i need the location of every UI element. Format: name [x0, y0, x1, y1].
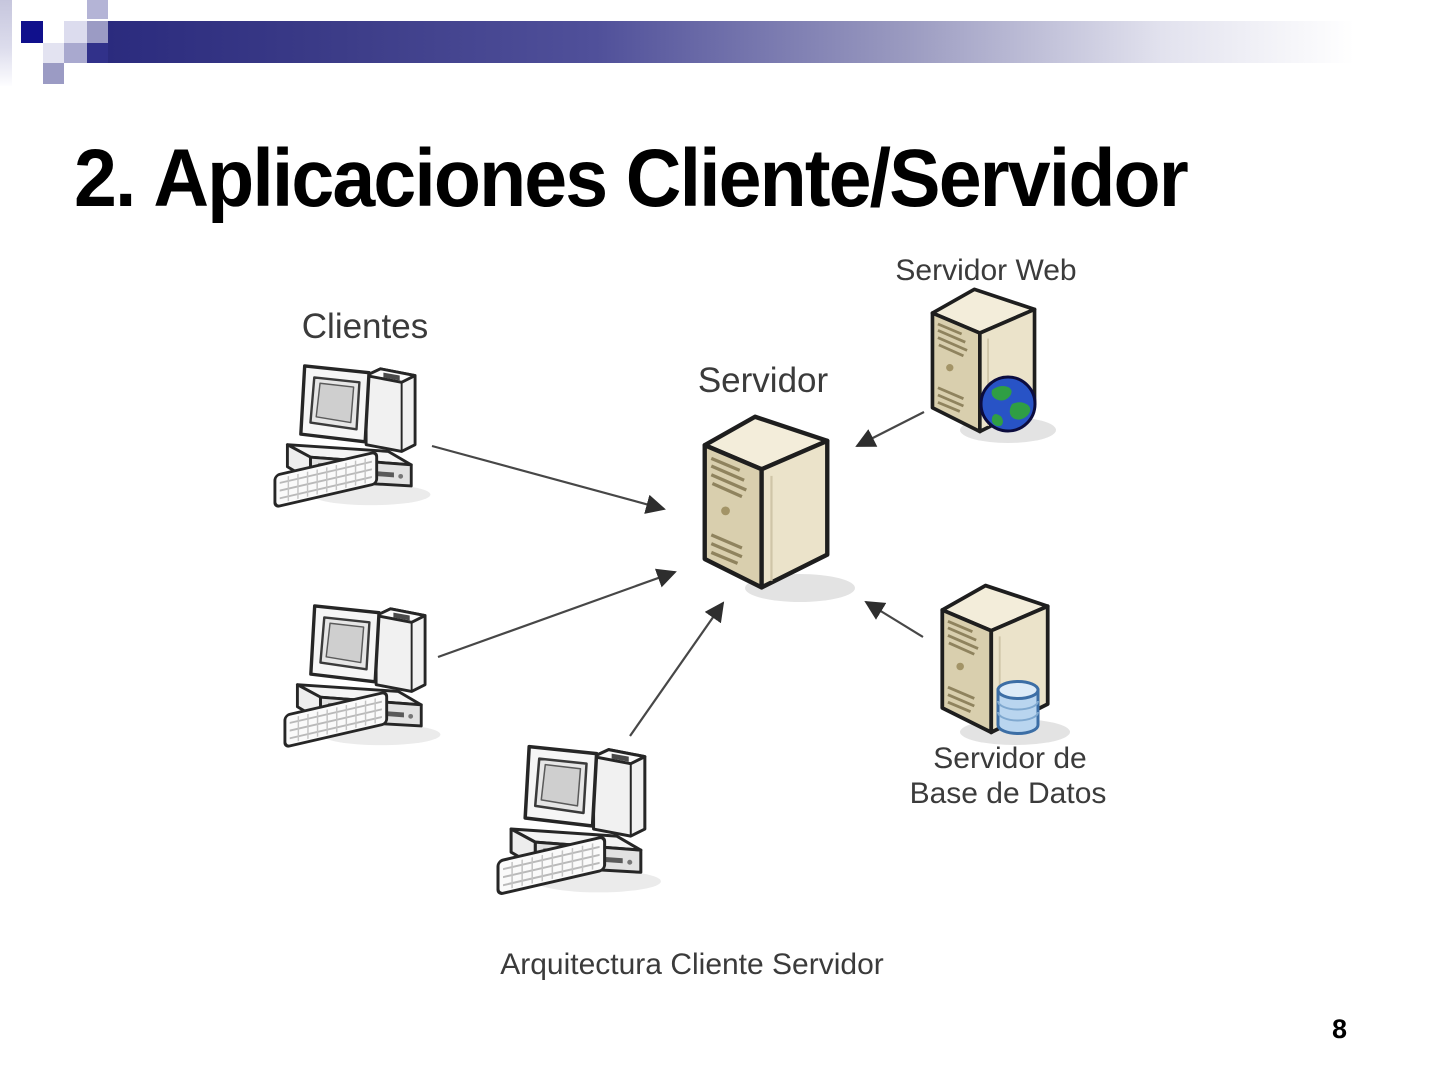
page-number: 8 — [1332, 1014, 1348, 1044]
arrow-client1-to-server — [431, 444, 666, 514]
client-computer-icon-2 — [283, 604, 443, 749]
web-server-icon — [930, 287, 1037, 434]
decor-square-top — [87, 0, 108, 19]
client-computer-icon-1 — [273, 364, 433, 509]
decor-square-d — [64, 43, 87, 63]
slide-title-text: Aplicaciones Cliente/Servidor — [153, 133, 1188, 224]
header-bar-step — [87, 43, 108, 63]
arrow-webserver-to-server — [855, 411, 925, 447]
database-cylinder-icon — [996, 680, 1040, 735]
header-bar — [108, 21, 1393, 63]
label-web-server: Servidor Web — [895, 254, 1076, 287]
label-db-server-line2: Base de Datos — [910, 777, 1107, 810]
globe-icon — [979, 375, 1037, 433]
arrow-client3-to-server — [629, 601, 725, 737]
arrow-dbserver-to-server — [864, 600, 924, 638]
decor-square-b — [87, 21, 108, 43]
label-main-server: Servidor — [698, 361, 829, 400]
diagram-arrows — [431, 411, 925, 737]
diagram-caption: Arquitectura Cliente Servidor — [500, 948, 884, 981]
decor-square-c — [43, 43, 64, 63]
client-computer-icon-3 — [496, 744, 663, 897]
label-clients: Clientes — [302, 307, 428, 346]
header-gradient-strip — [0, 0, 12, 86]
arrow-client2-to-server — [437, 568, 677, 659]
slide-title-number: 2. — [74, 133, 136, 224]
label-db-server-line1: Servidor de — [933, 742, 1086, 775]
slide-title: 2.Aplicaciones Cliente/Servidor — [74, 132, 1189, 226]
db-server-icon — [940, 583, 1050, 735]
decor-square-e — [43, 63, 64, 84]
main-server-icon — [705, 417, 828, 588]
decor-square-a — [64, 21, 87, 43]
decor-square-navy — [21, 21, 43, 43]
